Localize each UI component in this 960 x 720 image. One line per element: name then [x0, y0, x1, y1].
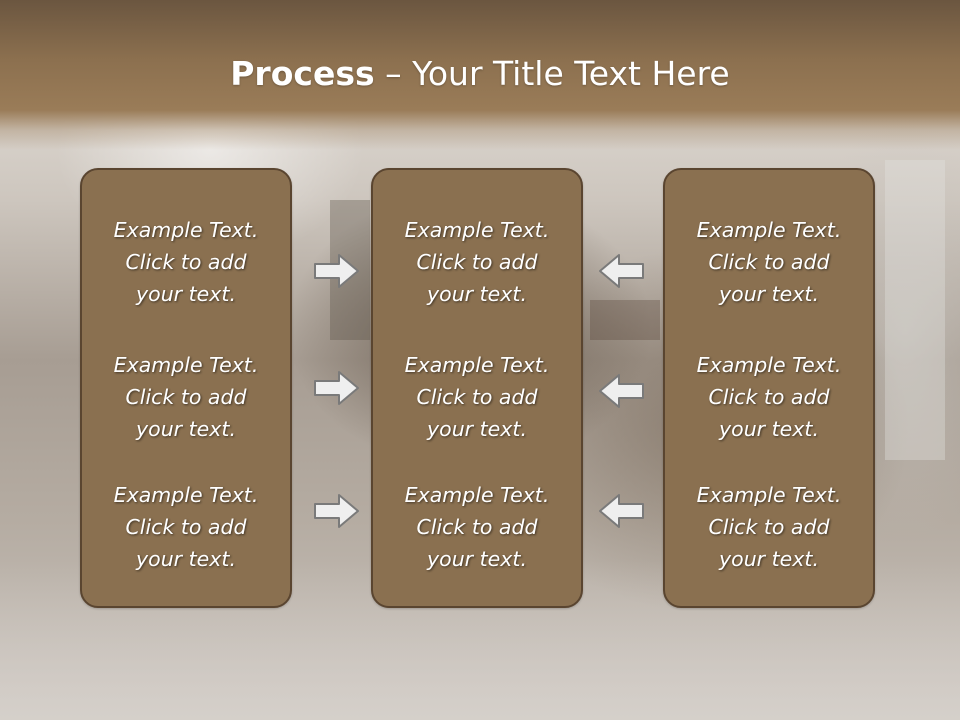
text-line: your text.	[719, 282, 819, 306]
text-line: Example Text.	[113, 483, 259, 507]
process-box-left[interactable]: Example Text. Click to add your text. Ex…	[80, 168, 292, 608]
text-line: Click to add	[125, 250, 247, 274]
title-bold: Process	[230, 54, 375, 93]
arrow-right-icon[interactable]	[313, 252, 361, 290]
text-block[interactable]: Example Text. Click to add your text.	[82, 349, 290, 445]
slide-title[interactable]: Process – Your Title Text Here	[0, 52, 960, 96]
text-line: Click to add	[125, 515, 247, 539]
text-line: your text.	[719, 417, 819, 441]
text-line: Example Text.	[696, 483, 842, 507]
text-block[interactable]: Example Text. Click to add your text.	[373, 349, 581, 445]
text-line: Click to add	[708, 385, 830, 409]
title-rest: – Your Title Text Here	[374, 54, 730, 93]
text-line: Example Text.	[696, 218, 842, 242]
text-line: Example Text.	[404, 218, 550, 242]
text-line: your text.	[427, 417, 527, 441]
text-line: Example Text.	[404, 483, 550, 507]
background-counter	[590, 300, 660, 340]
arrow-left-icon[interactable]	[597, 372, 645, 410]
text-line: your text.	[136, 417, 236, 441]
text-block[interactable]: Example Text. Click to add your text.	[373, 214, 581, 310]
text-line: Example Text.	[113, 353, 259, 377]
text-line: your text.	[136, 547, 236, 571]
arrow-right-icon[interactable]	[313, 492, 361, 530]
arrow-left-icon[interactable]	[597, 492, 645, 530]
text-line: Click to add	[125, 385, 247, 409]
process-box-right[interactable]: Example Text. Click to add your text. Ex…	[663, 168, 875, 608]
text-line: your text.	[427, 547, 527, 571]
background-refrigerator	[885, 160, 945, 460]
arrow-left-icon[interactable]	[597, 252, 645, 290]
title-band	[0, 0, 960, 150]
text-block[interactable]: Example Text. Click to add your text.	[82, 479, 290, 575]
text-line: your text.	[136, 282, 236, 306]
text-line: Example Text.	[113, 218, 259, 242]
text-line: Example Text.	[696, 353, 842, 377]
text-line: your text.	[427, 282, 527, 306]
text-line: Click to add	[416, 250, 538, 274]
text-line: Example Text.	[404, 353, 550, 377]
arrow-right-icon[interactable]	[313, 369, 361, 407]
text-line: Click to add	[416, 385, 538, 409]
text-line: Click to add	[416, 515, 538, 539]
process-box-center[interactable]: Example Text. Click to add your text. Ex…	[371, 168, 583, 608]
text-line: Click to add	[708, 250, 830, 274]
text-block[interactable]: Example Text. Click to add your text.	[82, 214, 290, 310]
text-line: your text.	[719, 547, 819, 571]
text-block[interactable]: Example Text. Click to add your text.	[665, 349, 873, 445]
text-block[interactable]: Example Text. Click to add your text.	[665, 214, 873, 310]
text-block[interactable]: Example Text. Click to add your text.	[373, 479, 581, 575]
text-block[interactable]: Example Text. Click to add your text.	[665, 479, 873, 575]
text-line: Click to add	[708, 515, 830, 539]
